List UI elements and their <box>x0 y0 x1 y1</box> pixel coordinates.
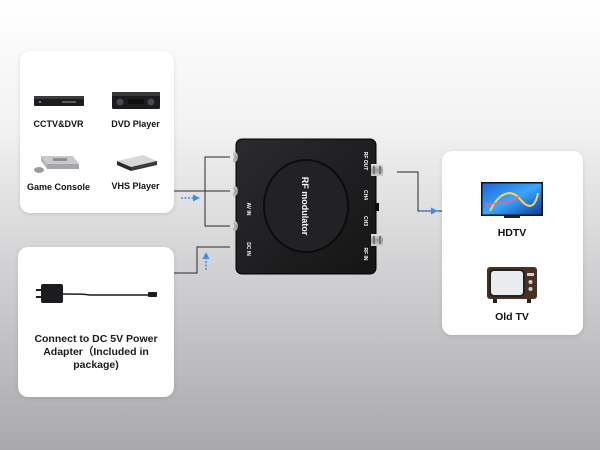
arrow-to-av-icon <box>181 194 200 202</box>
dvd-player-icon <box>111 92 160 109</box>
dvd-player-device: DVD Player <box>97 89 174 129</box>
power-adapter-panel: Connect to DC 5V Power Adapter（Included … <box>18 247 174 397</box>
old-tv-icon <box>487 267 537 303</box>
display-devices-panel: HDTV Old TV <box>442 151 583 335</box>
dc-in-label: DC IN <box>245 242 251 256</box>
ch4-label: CH4 <box>362 190 368 200</box>
cctv-dvr-label: CCTV&DVR <box>33 119 84 129</box>
dvd-player-label: DVD Player <box>111 119 160 129</box>
rf-connectors <box>371 164 383 246</box>
power-adapter-caption: Connect to DC 5V Power Adapter（Included … <box>24 333 168 372</box>
vhs-player-label: VHS Player <box>111 181 160 191</box>
source-devices-panel: CCTV&DVR DVD Player Game Console VHS Pla… <box>20 51 174 213</box>
vhs-player-icon <box>116 155 157 171</box>
power-caption-line-1: Connect to DC 5V Power <box>34 333 158 345</box>
hdtv-device: HDTV <box>472 181 552 239</box>
arrow-to-dc-icon <box>202 252 210 270</box>
old-tv-label: Old TV <box>495 311 529 323</box>
dc-connection <box>174 246 230 274</box>
channel-switch <box>375 203 379 211</box>
dvr-recorder-icon <box>33 96 84 106</box>
game-console-icon <box>33 156 79 173</box>
power-adapter-icon <box>36 284 157 303</box>
hdtv-label: HDTV <box>497 227 527 239</box>
game-console-device: Game Console <box>20 152 97 192</box>
power-caption-line-2: Adapter（Included in <box>43 346 149 358</box>
old-tv-device: Old TV <box>472 263 552 323</box>
rf-out-label: RF OUT <box>362 152 368 171</box>
power-caption-line-3: package) <box>73 359 119 371</box>
cctv-dvr-device: CCTV&DVR <box>20 91 97 129</box>
rf-in-label: RF IN <box>362 247 368 260</box>
arrow-to-display-icon <box>420 207 438 215</box>
modulator-title: RF modulator <box>300 177 310 236</box>
av-in-jacks <box>233 151 238 232</box>
ch3-label: CH3 <box>362 216 368 226</box>
game-console-label: Game Console <box>26 182 91 192</box>
vhs-player-device: VHS Player <box>97 153 174 191</box>
av-in-label: AV IN <box>245 203 251 216</box>
rf-modulator-device: RF modulator AV IN DC IN RF OUT CH4 CH3 … <box>233 138 383 275</box>
hdtv-icon <box>481 182 543 218</box>
av-connection <box>174 156 230 227</box>
rf-out-connection <box>397 171 442 212</box>
